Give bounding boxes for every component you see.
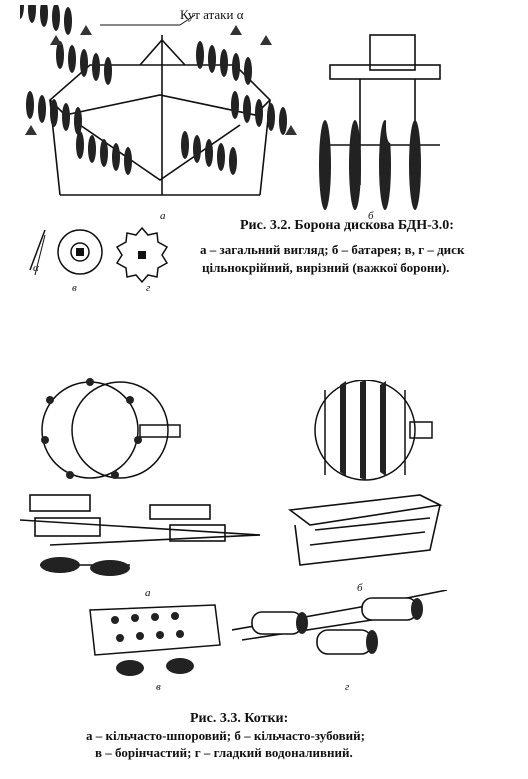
ring-tooth-roller-drawing <box>287 380 443 566</box>
harrow-roller-drawing <box>89 604 221 676</box>
ring-spur-roller-drawing <box>20 378 261 576</box>
panel-label-v: в <box>72 282 77 294</box>
fig-3-3-panel-label-b: б <box>357 582 363 594</box>
fig-3-2-caption-title: Рис. 3.2. Борона дискова БДН-3.0: <box>240 218 454 233</box>
fig-3-3-panel-label-v: в <box>156 681 161 693</box>
notched-disc-drawing <box>115 226 169 284</box>
harrow-roller-view <box>85 600 225 680</box>
disc-harrow-drawing <box>20 5 297 196</box>
alpha-label: α <box>33 262 39 274</box>
panel-label-g: г <box>146 282 151 294</box>
notched-disc-view <box>112 225 172 285</box>
ring-tooth-roller-view <box>280 380 460 580</box>
fig-3-3-panel-label-g: г <box>345 681 350 693</box>
fig-3-2-caption-line1: а – загальний вигляд; б – батарея; в, г … <box>200 242 465 257</box>
disc-battery-view <box>300 25 450 215</box>
fig-3-3-caption-line2: в – борінчастий; г – гладкий водоналивни… <box>95 745 353 760</box>
smooth-roller-view <box>232 590 452 680</box>
fig-3-2-caption-line2: цільнокрійний, вирізний (важкої борони). <box>202 260 450 275</box>
ring-spur-roller-view <box>20 370 270 585</box>
fig-3-3-caption-title: Рис. 3.3. Котки: <box>190 711 289 726</box>
fig-3-3-caption-line1: а – кільчасто-шпоровий; б – кільчасто-зу… <box>86 728 365 743</box>
panel-label-a: а <box>160 210 166 222</box>
panel-label-b: б <box>368 210 374 222</box>
solid-disc-drawing <box>29 229 103 276</box>
disc-harrow-general-view <box>20 5 305 215</box>
disc-battery-drawing <box>319 34 441 210</box>
attack-angle-label: Кут атаки α <box>180 7 244 22</box>
solid-disc-view <box>25 225 105 285</box>
smooth-roller-drawing <box>232 590 448 655</box>
fig-3-3-panel-label-a: а <box>145 587 151 599</box>
